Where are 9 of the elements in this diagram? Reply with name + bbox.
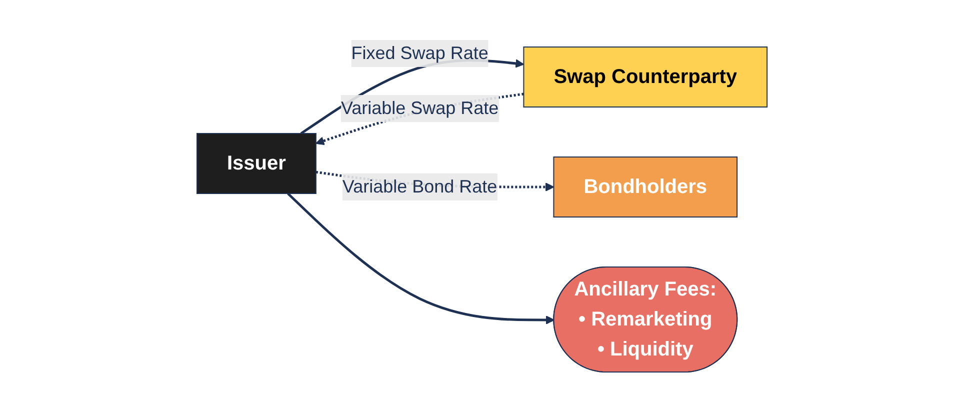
node-box: Bondholders <box>554 156 738 218</box>
arrow <box>287 192 555 324</box>
edge-label: Fixed Swap Rate <box>352 43 489 63</box>
edge-label: Variable Bond Rate <box>342 176 498 196</box>
node-box: Swap Counterparty <box>524 46 768 108</box>
arrow <box>316 92 524 146</box>
arrow <box>300 59 525 135</box>
edge-label: Variable Swap Rate <box>341 98 500 118</box>
node-box: Issuer <box>196 133 317 194</box>
